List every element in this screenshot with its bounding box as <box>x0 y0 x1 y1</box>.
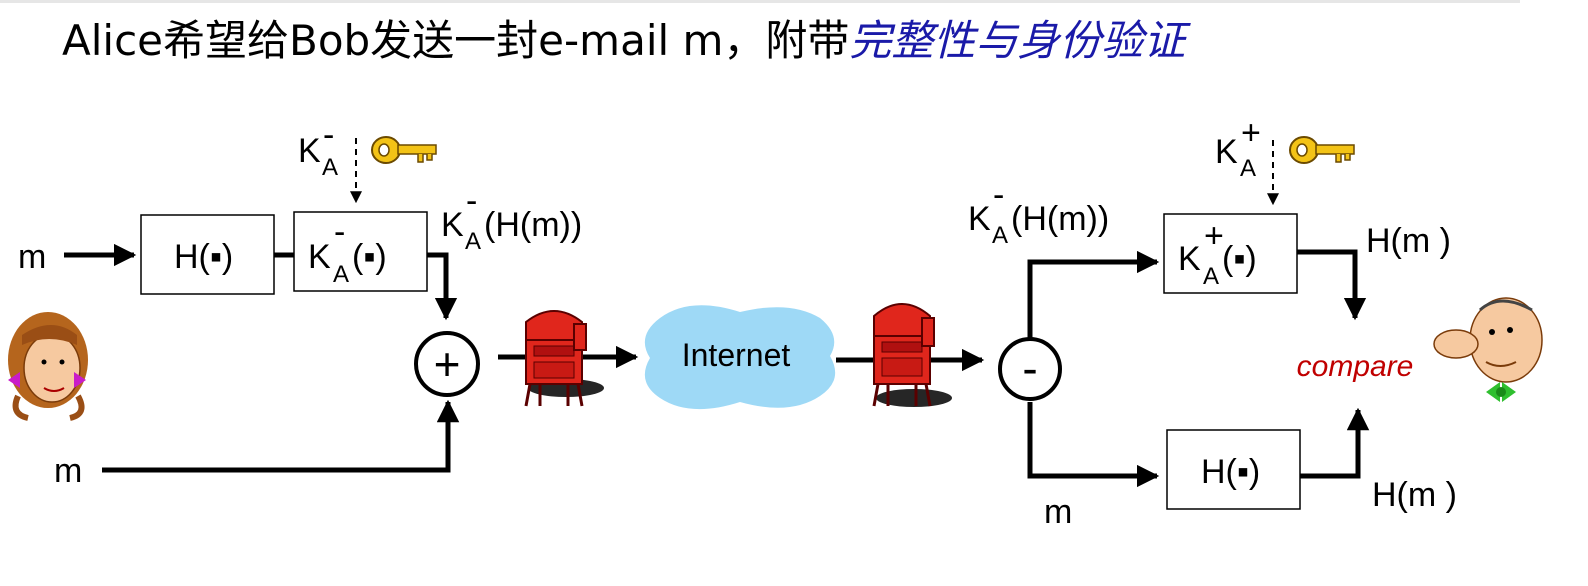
hash-output-top: H(m ) <box>1366 222 1451 260</box>
message-label-top: m <box>18 238 46 276</box>
pub-key-plus: + <box>1241 114 1261 152</box>
pub-key-sub: A <box>1240 155 1256 182</box>
plus-symbol: + <box>434 338 461 390</box>
hash-label-receiver: H(▪) <box>1201 453 1260 491</box>
pub-key-letter: K <box>1215 133 1238 171</box>
signed-hash-label-sender: K - A (H(m)) <box>441 182 582 255</box>
public-key-label: K + A <box>1215 114 1261 182</box>
title-highlight: 完整性与身份验证 <box>849 16 1186 65</box>
hash-box-receiver <box>1166 429 1301 510</box>
minus-operator <box>998 337 1062 401</box>
sig-key-letter: K <box>441 206 464 244</box>
hash-box-sender <box>140 214 275 295</box>
private-key-label: K - A <box>298 116 338 181</box>
mailbox-icon-receiver <box>872 303 952 407</box>
minus-symbol: - <box>1022 342 1037 394</box>
compare-label: compare <box>1297 350 1414 383</box>
encrypt-key-letter: K <box>308 238 331 276</box>
alice-avatar <box>8 312 88 421</box>
arrow-hash-to-compare <box>1300 407 1370 479</box>
decrypt-key-letter: K <box>1178 240 1201 278</box>
key-icon-private <box>371 136 437 164</box>
arrow-m-to-plus <box>102 399 460 473</box>
sig-key-sub: A <box>465 228 481 255</box>
arrow-minus-to-decrypt <box>1027 250 1160 338</box>
arrow-decrypt-to-compare <box>1297 249 1367 321</box>
hash-label-sender: H(▪) <box>174 238 233 276</box>
signed-hash-label-receiver: K - A (H(m)) <box>968 176 1109 249</box>
decrypt-key-sub: A <box>1203 263 1219 290</box>
decrypt-key-plus: + <box>1204 217 1224 255</box>
decrypt-label: K + A (▪) <box>1178 217 1257 290</box>
mailbox-icon-sender <box>524 310 604 407</box>
internet-cloud: Internet <box>644 305 836 410</box>
sig-arg: (H(m)) <box>484 206 582 244</box>
arrow-minus-to-hash <box>1027 402 1160 488</box>
title-prefix: Alice希望给Bob发送一封e-mail m，附带 <box>62 16 850 65</box>
encrypt-box-private-key <box>293 211 428 292</box>
message-label-bottom: m <box>54 452 82 490</box>
rsig-key-letter: K <box>968 200 991 238</box>
internet-label: Internet <box>682 337 791 373</box>
decrypt-key-arg: (▪) <box>1222 240 1257 278</box>
encrypt-key-minus: - <box>334 213 345 251</box>
rsig-key-minus: - <box>993 176 1004 214</box>
priv-key-minus: - <box>323 116 334 154</box>
slide-title: Alice希望给Bob发送一封e-mail m，附带完整性与身份验证 <box>62 6 1185 76</box>
rsig-arg: (H(m)) <box>1011 200 1109 238</box>
message-label-receiver: m <box>1044 493 1072 531</box>
sig-key-minus: - <box>466 182 477 220</box>
priv-key-letter: K <box>298 132 321 170</box>
encrypt-label: K - A (▪) <box>308 213 387 288</box>
decrypt-box-public-key <box>1163 213 1298 294</box>
arrow-encrypt-to-plus <box>427 252 458 321</box>
bob-avatar <box>1433 297 1543 402</box>
priv-key-sub: A <box>322 154 338 181</box>
top-rule <box>0 0 1520 3</box>
encrypt-key-sub: A <box>333 261 349 288</box>
key-icon-public <box>1289 136 1355 164</box>
rsig-key-sub: A <box>992 222 1008 249</box>
plus-operator <box>414 331 480 397</box>
encrypt-key-arg: (▪) <box>352 238 387 276</box>
hash-output-bottom: H(m ) <box>1372 476 1457 514</box>
